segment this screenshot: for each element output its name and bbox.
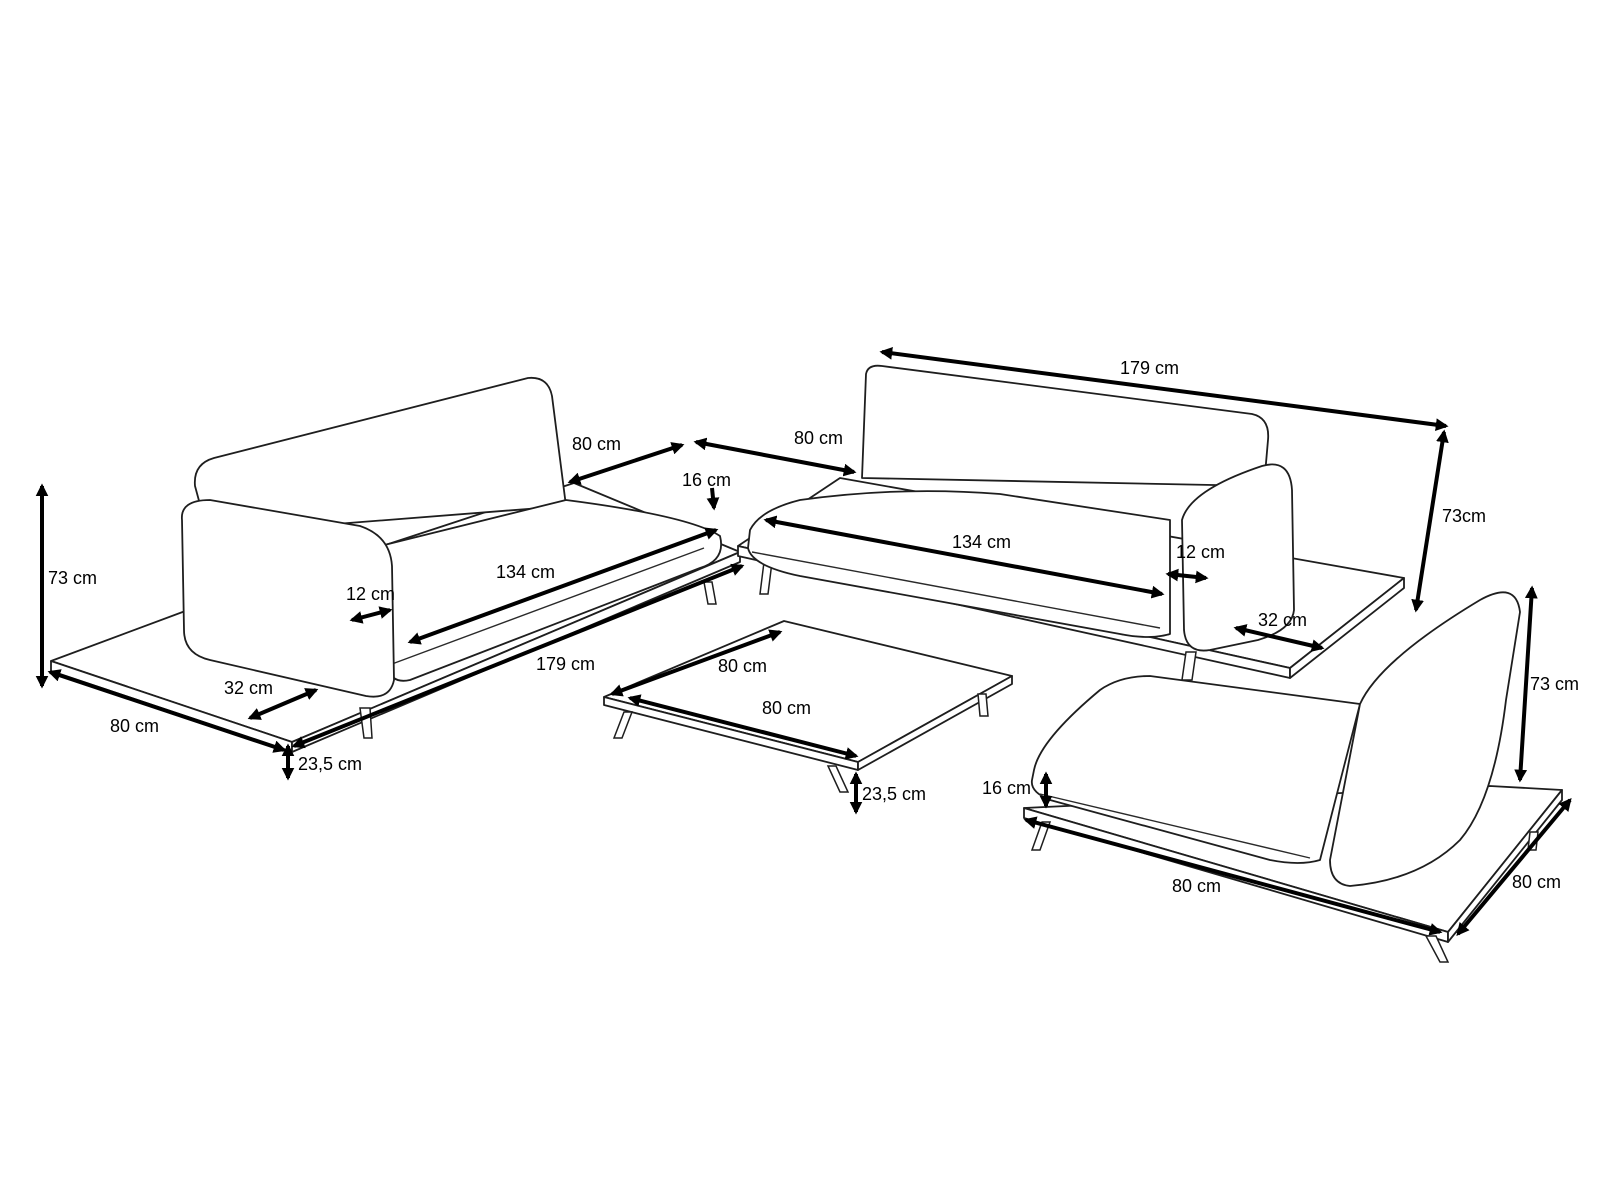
label-right-height: 73cm: [1442, 506, 1486, 526]
dim-right-length: [879, 346, 1449, 432]
label-left-side: 32 cm: [224, 678, 273, 698]
right-sofa-seat-cushion: [747, 490, 1171, 638]
dim-table-depth: [627, 694, 859, 760]
dim-left-back-depth: [567, 442, 685, 485]
dim-right-armrest: [1165, 568, 1209, 584]
label-chair-cushion: 16 cm: [982, 778, 1031, 798]
label-right-length: 179 cm: [1120, 358, 1179, 378]
right-sofa-backrest: [861, 364, 1270, 487]
label-left-depth: 80 cm: [110, 716, 159, 736]
dim-right-back-depth: [693, 437, 857, 477]
label-left-height: 73 cm: [48, 568, 97, 588]
label-chair-width: 80 cm: [1172, 876, 1221, 896]
label-left-seat: 134 cm: [496, 562, 555, 582]
label-left-cushion: 16 cm: [682, 470, 731, 490]
label-chair-height: 73 cm: [1530, 674, 1579, 694]
right-sofa-armrest: [1181, 463, 1295, 652]
right-sofa: [737, 364, 1405, 681]
label-right-side: 32 cm: [1258, 610, 1307, 630]
label-table-height: 23,5 cm: [862, 784, 926, 804]
label-right-armrest: 12 cm: [1176, 542, 1225, 562]
left-sofa-leg: [359, 707, 373, 739]
dim-right-side: [1233, 624, 1325, 652]
label-table-depth: 80 cm: [762, 698, 811, 718]
label-right-back-depth: 80 cm: [794, 428, 843, 448]
dim-right-seat: [763, 515, 1165, 599]
left-sofa-backrest: [193, 376, 567, 535]
dim-left-cushion-arrow: [706, 487, 720, 511]
label-right-seat: 134 cm: [952, 532, 1011, 552]
dim-left-armrest: [349, 606, 393, 624]
dim-right-height: [1411, 429, 1449, 613]
dimension-labels: 73 cm 80 cm 80 cm 179 cm 134 cm 12 cm 32…: [48, 358, 1579, 896]
label-left-base-height: 23,5 cm: [298, 754, 362, 774]
label-left-armrest: 12 cm: [346, 584, 395, 604]
label-left-length: 179 cm: [536, 654, 595, 674]
dimension-lines: [35, 346, 1572, 936]
coffee-table-top: [603, 620, 1013, 763]
dim-left-seat: [407, 527, 719, 645]
label-table-width: 80 cm: [718, 656, 767, 676]
dim-chair-width: [1023, 816, 1443, 936]
dim-chair-depth: [1456, 798, 1572, 936]
dim-table-width: [609, 629, 783, 697]
dim-left-depth: [47, 669, 287, 753]
coffee-table-leg: [612, 711, 634, 739]
dim-chair-height: [1514, 585, 1538, 783]
label-chair-depth: 80 cm: [1512, 872, 1561, 892]
label-left-back-depth: 80 cm: [572, 434, 621, 454]
dim-left-side: [247, 688, 319, 720]
